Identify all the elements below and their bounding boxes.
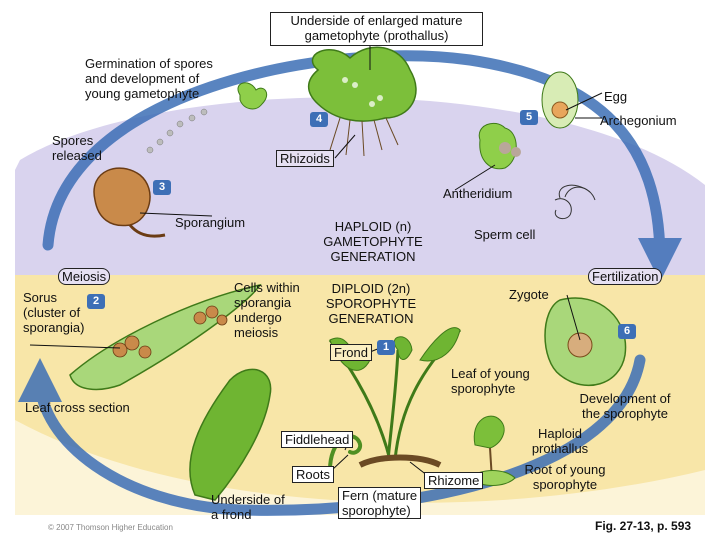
- label-cells-within-sporangia: Cells within sporangia undergo meiosis: [234, 280, 300, 340]
- label-zygote: Zygote: [509, 287, 549, 302]
- label-underside-prothallus-text: Underside of enlarged mature gametophyte…: [290, 13, 463, 43]
- label-roots: Roots: [292, 466, 334, 483]
- label-development-sporophyte: Development of the sporophyte: [579, 391, 671, 421]
- young-gametophyte: [237, 82, 268, 110]
- label-rhizoids: Rhizoids: [276, 150, 334, 167]
- label-meiosis: Meiosis: [58, 268, 111, 285]
- pointer-lines: [29, 45, 581, 477]
- label-spores-released: Spores released: [52, 133, 102, 163]
- label-fiddlehead: Fiddlehead: [281, 431, 354, 448]
- figure-caption: Fig. 27-13, p. 593: [595, 519, 692, 533]
- label-diploid-generation: DIPLOID (2n) SPOROPHYTE GENERATION: [325, 281, 417, 326]
- label-fern-mature: Fern (mature sporophyte): [338, 487, 422, 519]
- cycle-arrow-lower: [18, 354, 646, 516]
- step-badge-4: 4: [310, 112, 328, 127]
- label-haploid-generation: HAPLOID (n) GAMETOPHYTE GENERATION: [323, 219, 423, 264]
- step-badge-6: 6: [618, 324, 636, 339]
- label-sporangium: Sporangium: [175, 215, 246, 230]
- fiddlehead-illustration: [328, 434, 363, 472]
- cycle-arrow-upper: [42, 50, 682, 282]
- label-haploid-prothallus: Haploid prothallus: [531, 426, 589, 456]
- copyright-text: © 2007 Thomson Higher Education: [48, 523, 173, 532]
- frond-underside-illustration: [189, 368, 272, 501]
- label-root-young-sporophyte: Root of young sporophyte: [524, 462, 606, 492]
- archegonium-illustration: [541, 71, 603, 129]
- sporangium-illustration: [93, 108, 208, 238]
- label-underside-frond: Underside of a frond: [211, 492, 285, 522]
- label-germination: Germination of spores and development of…: [85, 56, 213, 101]
- label-frond: Frond: [330, 344, 372, 361]
- haploid-region: [15, 97, 705, 275]
- label-fertilization: Fertilization: [588, 268, 663, 285]
- diploid-region-fade: [15, 420, 705, 515]
- label-rhizome: Rhizome: [424, 472, 484, 489]
- label-antheridium: Antheridium: [443, 186, 513, 201]
- step-badge-5: 5: [520, 110, 538, 125]
- zygote-illustration: [544, 297, 627, 386]
- label-sperm-cell: Sperm cell: [474, 227, 536, 242]
- label-leaf-young-sporophyte: Leaf of young sporophyte: [451, 366, 530, 396]
- step-badge-1: 1: [377, 340, 395, 355]
- label-egg: Egg: [604, 89, 628, 104]
- antheridium-illustration: [478, 122, 521, 170]
- label-leaf-cross-section: Leaf cross section: [25, 400, 130, 415]
- label-underside-prothallus: Underside of enlarged mature gametophyte…: [270, 12, 483, 46]
- label-sorus: Sorus (cluster of sporangia): [23, 290, 85, 335]
- label-archegonium: Archegonium: [600, 113, 677, 128]
- sorus-illustration: [69, 283, 262, 391]
- step-badge-2: 2: [87, 294, 105, 309]
- step-badge-3: 3: [153, 180, 171, 195]
- sperm-illustration: [554, 184, 596, 220]
- prothallus-illustration: [307, 46, 417, 157]
